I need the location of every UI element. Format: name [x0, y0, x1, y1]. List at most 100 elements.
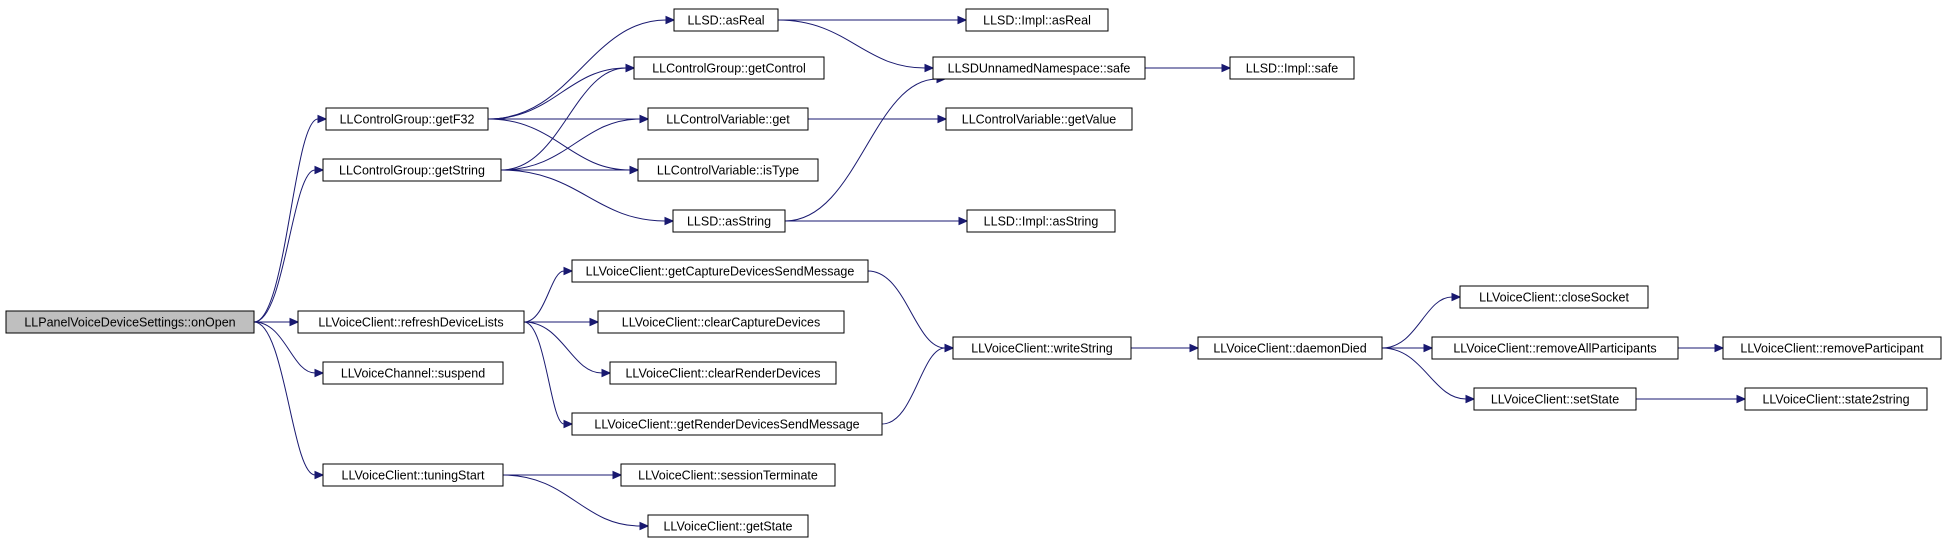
node-llsd-impl-safe[interactable]: LLSD::Impl::safe [1229, 56, 1355, 80]
node-box [297, 310, 525, 334]
node-label: LLVoiceClient::writeString [971, 342, 1113, 356]
edge-arrowhead [612, 470, 623, 480]
node-box [966, 209, 1116, 233]
node-llvoiceclient-removeparticipant[interactable]: LLVoiceClient::removeParticipant [1722, 336, 1942, 360]
edge-arrowhead [1423, 343, 1434, 353]
node-box [1473, 387, 1637, 411]
node-llcontrolvariable-getvalue[interactable]: LLControlVariable::getValue [945, 107, 1133, 131]
node-llpanelvoicedevicesettings-onopen[interactable]: LLPanelVoiceDeviceSettings::onOpen [5, 310, 255, 334]
node-llcontrolvariable-istype[interactable]: LLControlVariable::isType [637, 158, 819, 182]
node-llvoiceclient-getrenderdevicessendmessage[interactable]: LLVoiceClient::getRenderDevicesSendMessa… [571, 412, 883, 436]
node-llsd-asstring[interactable]: LLSD::asString [672, 209, 786, 233]
node-label: LLVoiceClient::removeAllParticipants [1453, 342, 1656, 356]
edge-arrowhead [563, 419, 574, 429]
edge-line [500, 169, 666, 222]
edge-line [500, 118, 641, 171]
node-label: LLVoiceClient::daemonDied [1213, 342, 1366, 356]
edge-line [500, 67, 627, 171]
node-box [1431, 336, 1679, 360]
node-box [325, 107, 489, 131]
node-llvoiceclient-state2string[interactable]: LLVoiceClient::state2string [1744, 387, 1928, 411]
edge-layer [253, 15, 1747, 531]
node-llvoiceclient-daemondied[interactable]: LLVoiceClient::daemonDied [1197, 336, 1383, 360]
edge-arrowhead [665, 15, 676, 25]
edge-arrowhead [601, 368, 612, 378]
edge-n21-to-n23 [1382, 343, 1434, 353]
edge-n1-to-n7 [487, 63, 636, 120]
edge-n1-to-n6 [487, 15, 676, 120]
node-llvoiceclient-setstate[interactable]: LLVoiceClient::setState [1473, 387, 1637, 411]
edge-line [253, 118, 319, 323]
edge-arrowhead [924, 63, 935, 73]
node-llsd-asreal[interactable]: LLSD::asReal [673, 8, 779, 32]
node-llvoiceclient-removeallparticipants[interactable]: LLVoiceClient::removeAllParticipants [1431, 336, 1679, 360]
node-llvoiceclient-writestring[interactable]: LLVoiceClient::writeString [952, 336, 1132, 360]
edge-n6-to-n12 [777, 19, 935, 73]
node-llcontrolgroup-getf32[interactable]: LLControlGroup::getF32 [325, 107, 489, 131]
edge-n3-to-n16 [523, 266, 574, 323]
node-label: LLVoiceClient::clearCaptureDevices [622, 316, 820, 330]
edge-n0-to-n5 [253, 321, 325, 480]
node-label: LLSD::Impl::asString [984, 215, 1099, 229]
node-llvoiceclient-sessionterminate[interactable]: LLVoiceClient::sessionTerminate [620, 463, 836, 487]
edge-arrowhead [289, 317, 300, 327]
edge-n3-to-n19 [523, 321, 574, 429]
node-label: LLVoiceChannel::suspend [341, 367, 485, 381]
node-label: LLVoiceClient::sessionTerminate [638, 469, 818, 483]
edge-line [487, 118, 631, 171]
node-box [647, 514, 809, 538]
edge-arrowhead [1221, 63, 1232, 73]
edge-n0-to-n1 [253, 114, 328, 323]
edge-arrowhead [1189, 343, 1200, 353]
edge-line [777, 19, 926, 69]
node-llvoiceclient-tuningstart[interactable]: LLVoiceClient::tuningStart [322, 463, 504, 487]
edge-arrowhead [1714, 343, 1725, 353]
edge-n24-to-n26 [1635, 394, 1747, 404]
node-label: LLVoiceClient::tuningStart [342, 469, 485, 483]
edge-arrowhead [664, 216, 675, 226]
node-llsd-impl-asreal[interactable]: LLSD::Impl::asReal [965, 8, 1109, 32]
node-label: LLVoiceClient::getRenderDevicesSendMessa… [594, 418, 859, 432]
node-llvoiceclient-getcapturedevicessendmessage[interactable]: LLVoiceClient::getCaptureDevicesSendMess… [571, 259, 869, 283]
node-box [322, 158, 502, 182]
node-llvoiceclient-getstate[interactable]: LLVoiceClient::getState [647, 514, 809, 538]
node-llvoiceclient-refreshdevicelists[interactable]: LLVoiceClient::refreshDeviceLists [297, 310, 525, 334]
node-llvoicechannel-suspend[interactable]: LLVoiceChannel::suspend [322, 361, 504, 385]
node-llvoiceclient-closesocket[interactable]: LLVoiceClient::closeSocket [1459, 285, 1649, 309]
node-label: LLControlGroup::getF32 [340, 113, 475, 127]
edge-n1-to-n9 [487, 118, 640, 175]
node-box [932, 56, 1146, 80]
node-llcontrolgroup-getcontrol[interactable]: LLControlGroup::getControl [633, 56, 825, 80]
node-label: LLVoiceClient::getState [663, 520, 792, 534]
edge-arrowhead [314, 470, 325, 480]
edge-line [253, 321, 316, 374]
node-label: LLControlVariable::getValue [962, 113, 1117, 127]
node-label: LLVoiceClient::setState [1491, 393, 1619, 407]
node-label: LLControlVariable::get [666, 113, 790, 127]
edge-arrowhead [1465, 394, 1476, 404]
node-box [637, 158, 819, 182]
node-llsdunnamednamespace-safe[interactable]: LLSDUnnamedNamespace::safe [932, 56, 1146, 80]
node-llvoiceclient-clearcapturedevices[interactable]: LLVoiceClient::clearCaptureDevices [597, 310, 845, 334]
node-llcontrolgroup-getstring[interactable]: LLControlGroup::getString [322, 158, 502, 182]
edge-n0-to-n4 [253, 321, 325, 378]
node-llvoiceclient-clearrenderdevices[interactable]: LLVoiceClient::clearRenderDevices [609, 361, 837, 385]
edge-n20-to-n21 [1131, 343, 1200, 353]
node-box [5, 310, 255, 334]
node-box [633, 56, 825, 80]
edge-arrowhead [314, 165, 325, 175]
node-llsd-impl-asstring[interactable]: LLSD::Impl::asString [966, 209, 1116, 233]
edge-n5-to-n28 [502, 474, 650, 531]
edge-arrowhead [563, 266, 574, 276]
edge-arrowhead [937, 114, 948, 124]
node-box [1744, 387, 1928, 411]
node-box [322, 361, 504, 385]
node-box [609, 361, 837, 385]
node-box [571, 412, 883, 436]
edge-line [523, 270, 565, 323]
edge-arrowhead [1451, 292, 1462, 302]
node-box [945, 107, 1133, 131]
edge-line [881, 347, 946, 425]
node-llcontrolvariable-get[interactable]: LLControlVariable::get [647, 107, 809, 131]
